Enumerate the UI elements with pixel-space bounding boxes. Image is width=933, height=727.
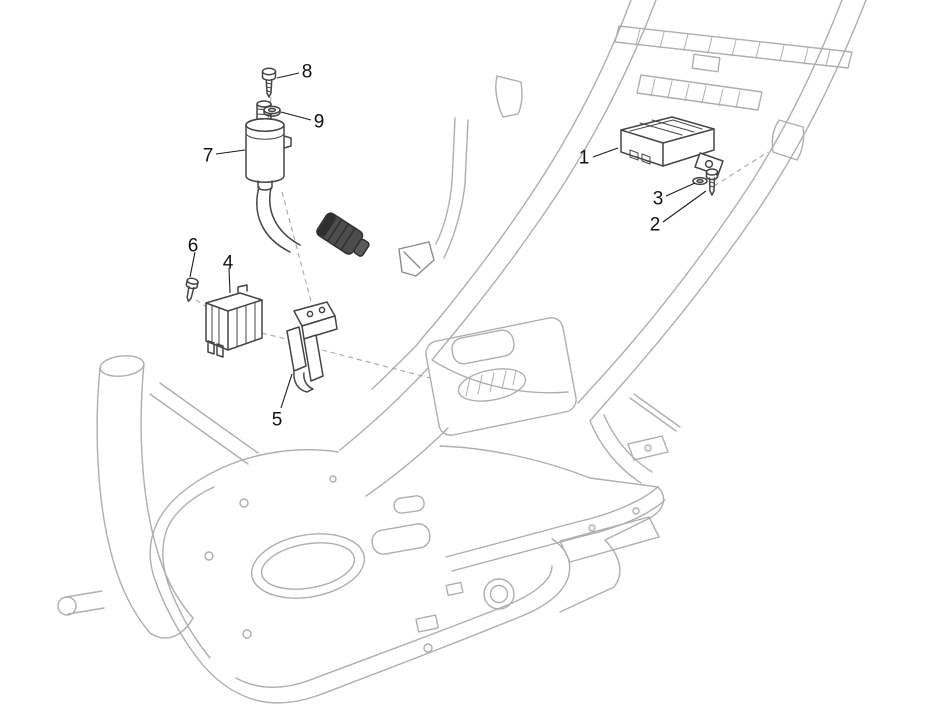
callout-3: 3 xyxy=(653,189,664,210)
callout-6: 6 xyxy=(188,236,199,257)
callout-7: 7 xyxy=(203,146,214,167)
frame-cross-members xyxy=(614,25,853,111)
frame-center-plate xyxy=(339,317,577,497)
frame-floor-pan xyxy=(149,445,665,704)
part-2-screw xyxy=(705,168,719,196)
spark-plug-cap xyxy=(316,212,370,257)
part-1-control-unit xyxy=(620,116,724,176)
leader-line-6 xyxy=(189,251,196,278)
leader-line-8 xyxy=(276,72,300,79)
part-4-regulator xyxy=(205,284,263,358)
part-8-screw xyxy=(261,67,277,98)
frame-mount-brackets xyxy=(398,75,805,461)
frame xyxy=(57,0,867,704)
ht-wire xyxy=(256,186,301,253)
leader-line-9 xyxy=(280,111,312,121)
leader-line-3 xyxy=(665,182,696,197)
callout-1: 1 xyxy=(579,148,590,169)
part-7-ignition-coil xyxy=(245,100,292,191)
part-9-washer xyxy=(263,105,281,117)
callout-9: 9 xyxy=(314,112,325,133)
callout-leader-lines xyxy=(189,72,707,409)
callout-8: 8 xyxy=(302,62,313,83)
part-3-washer xyxy=(692,176,708,186)
callout-5: 5 xyxy=(272,410,283,431)
callout-2: 2 xyxy=(650,215,661,236)
leader-line-7 xyxy=(215,149,246,155)
part-6-screw xyxy=(185,277,199,302)
leader-line-5 xyxy=(280,373,293,409)
leader-line-2 xyxy=(662,190,707,223)
frame-steering-tube xyxy=(57,355,259,639)
callout-numbers: 1 2 3 4 5 6 7 8 9 xyxy=(188,62,664,431)
frame-seat-rail xyxy=(445,486,666,610)
leader-line-1 xyxy=(592,147,619,158)
callout-4: 4 xyxy=(223,253,234,274)
part-5-bracket xyxy=(286,301,338,393)
frame-rear-tubes xyxy=(371,0,867,484)
leader-line-4 xyxy=(228,267,231,294)
